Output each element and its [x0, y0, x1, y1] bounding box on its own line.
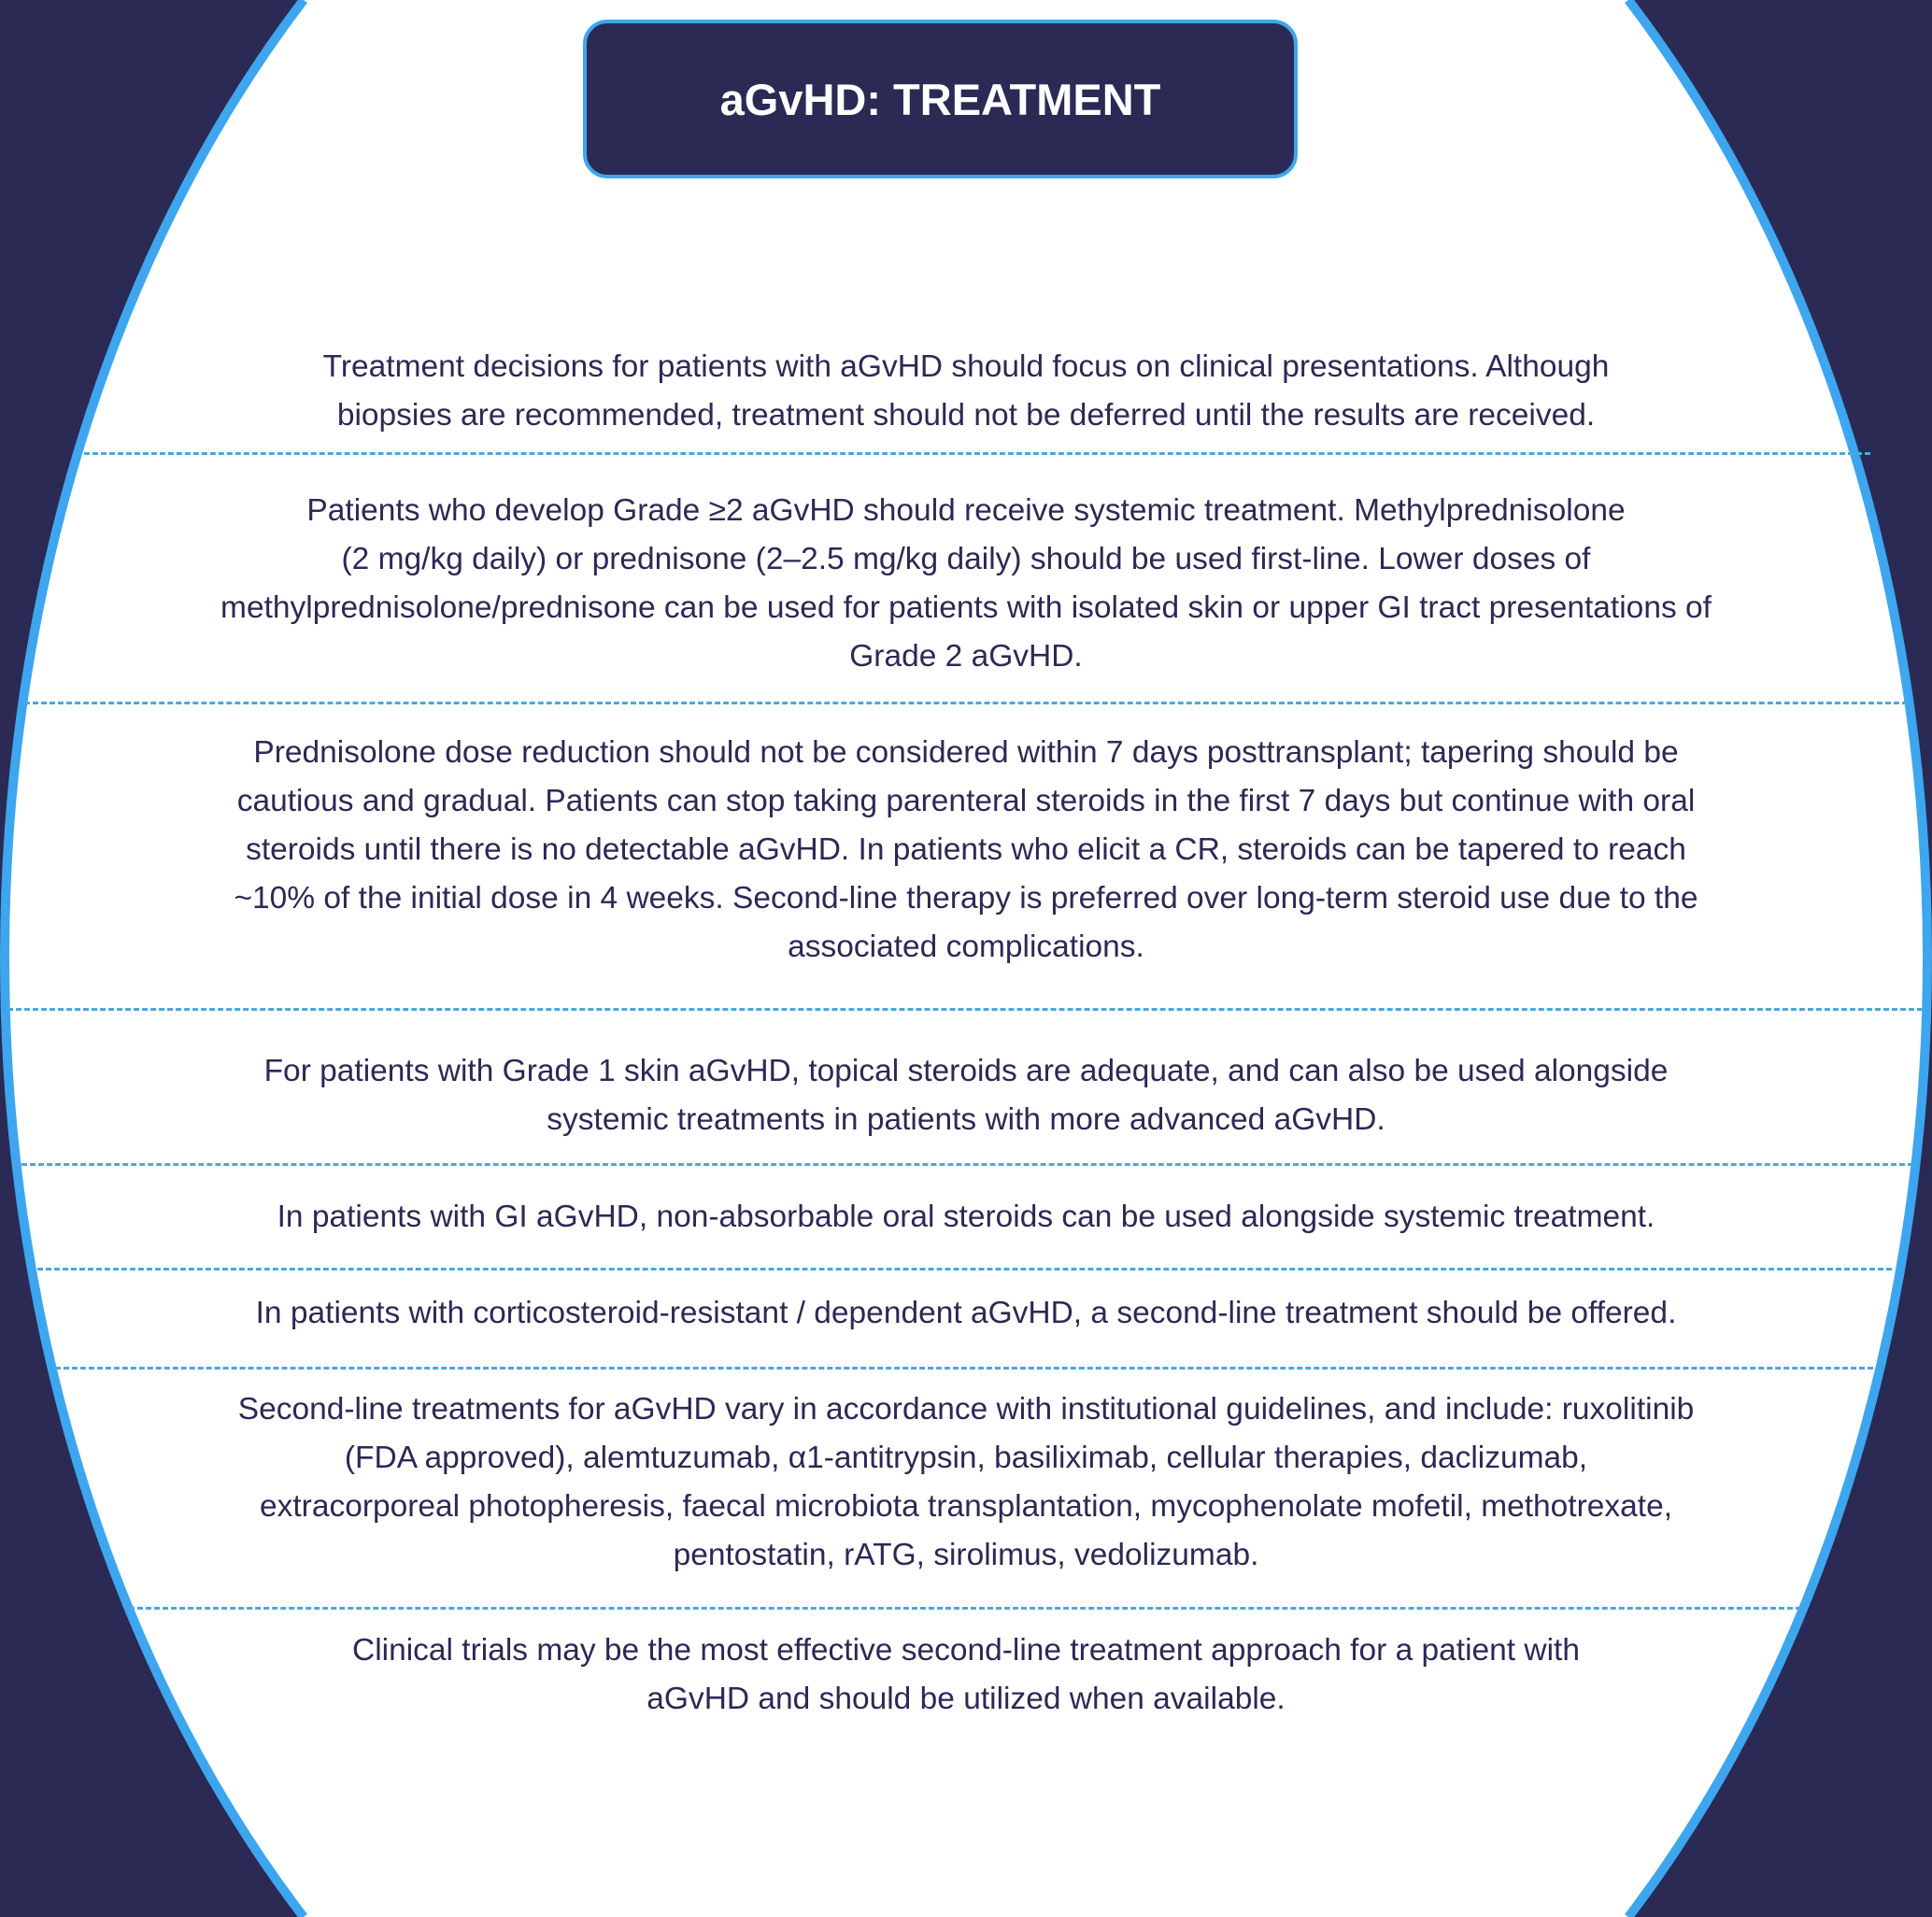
text-line: cautious and gradual. Patients can stop … — [236, 784, 1696, 818]
text-line: aGvHD and should be utilized when availa… — [646, 1682, 1286, 1716]
page-title: aGvHD: TREATMENT — [719, 74, 1161, 124]
ellipse-border-left — [0, 0, 307, 1917]
paragraph-1: Treatment decisions for patients with aG… — [0, 343, 1932, 440]
paragraph-5: In patients with GI aGvHD, non-absorbabl… — [0, 1193, 1932, 1242]
text-line: Clinical trials may be the most effectiv… — [352, 1633, 1580, 1668]
text-line: For patients with Grade 1 skin aGvHD, to… — [263, 1054, 1669, 1088]
text-line: biopsies are recommended, treatment shou… — [336, 398, 1596, 433]
text-line: systemic treatments in patients with mor… — [547, 1102, 1385, 1137]
ellipse-fill — [5, 0, 1927, 1917]
ellipse-border-right — [1625, 0, 1932, 1917]
text-line: ~10% of the initial dose in 4 weeks. Sec… — [234, 881, 1698, 916]
title-banner: aGvHD: TREATMENT — [583, 20, 1298, 178]
text-line: associated complications. — [788, 930, 1144, 964]
text-line: Patients who develop Grade ≥2 aGvHD shou… — [306, 493, 1626, 528]
paragraph-3: Prednisolone dose reduction should not b… — [0, 729, 1932, 972]
paragraph-2: Patients who develop Grade ≥2 aGvHD shou… — [0, 487, 1932, 681]
divider — [13, 1163, 1913, 1166]
divider — [37, 1268, 1892, 1271]
text-line: Treatment decisions for patients with aG… — [322, 349, 1610, 384]
divider — [7, 1008, 1923, 1011]
text-line: (FDA approved), alemtuzumab, α1-antitryp… — [344, 1441, 1588, 1475]
paragraph-7: Second-line treatments for aGvHD vary in… — [0, 1385, 1932, 1580]
paragraph-6: In patients with corticosteroid-resistan… — [0, 1289, 1932, 1338]
text-line: (2 mg/kg daily) or prednisone (2–2.5 mg/… — [341, 542, 1591, 576]
text-line: In patients with GI aGvHD, non-absorbabl… — [277, 1200, 1655, 1234]
text-line: extracorporeal photopheresis, faecal mic… — [259, 1489, 1673, 1524]
divider — [129, 1607, 1801, 1610]
divider — [55, 1367, 1873, 1370]
text-line: Grade 2 aGvHD. — [849, 639, 1083, 674]
paragraph-4: For patients with Grade 1 skin aGvHD, to… — [0, 1047, 1932, 1144]
text-line: pentostatin, rATG, sirolimus, vedolizuma… — [673, 1538, 1259, 1572]
divider — [24, 702, 1908, 704]
text-line: methylprednisolone/prednisone can be use… — [220, 590, 1712, 625]
divider — [84, 452, 1870, 455]
text-line: In patients with corticosteroid-resistan… — [255, 1296, 1677, 1330]
paragraph-8: Clinical trials may be the most effectiv… — [0, 1626, 1932, 1724]
text-line: steroids until there is no detectable aG… — [246, 832, 1686, 867]
text-line: Prednisolone dose reduction should not b… — [253, 735, 1679, 770]
text-line: Second-line treatments for aGvHD vary in… — [237, 1392, 1695, 1427]
